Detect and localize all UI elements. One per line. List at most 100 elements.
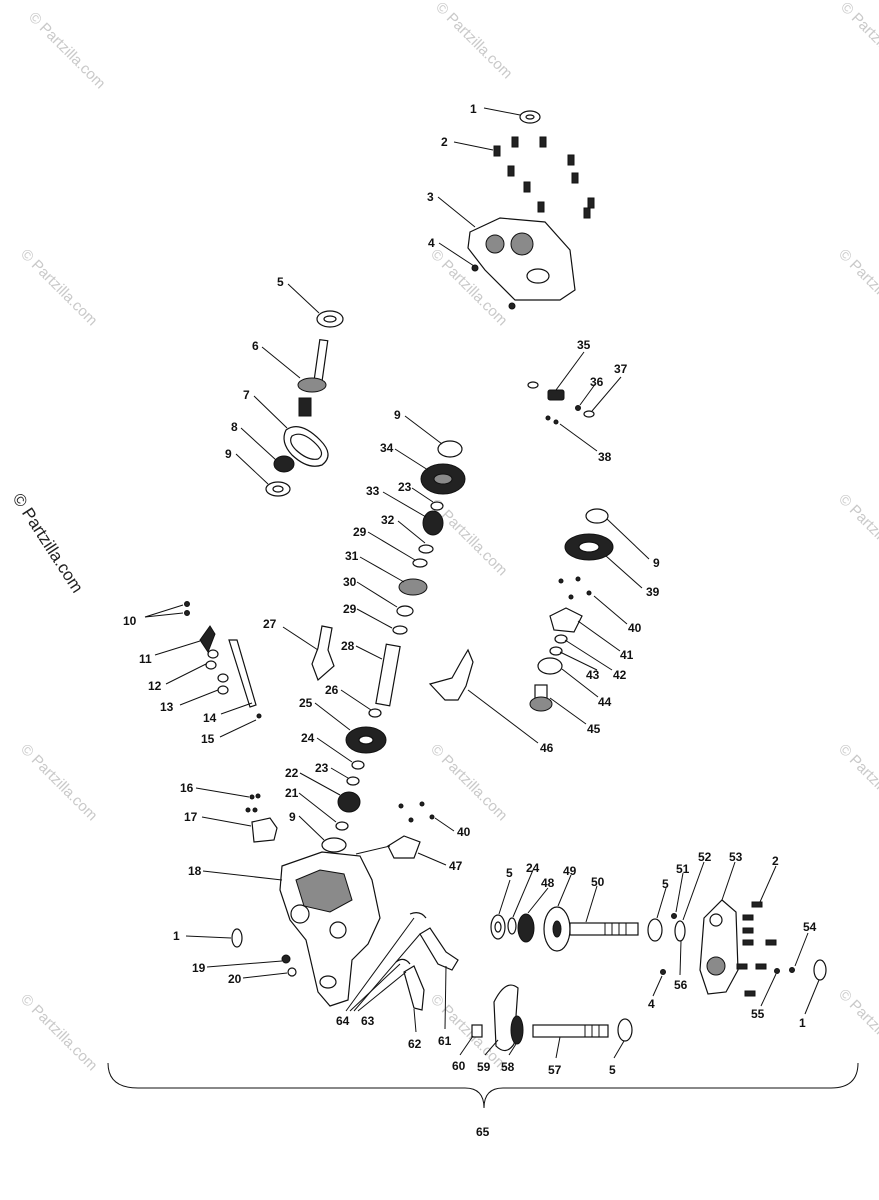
- callout-47: 47: [449, 859, 463, 873]
- callout-40: 40: [457, 825, 471, 839]
- part-cover-boss: [526, 268, 550, 284]
- part-bracket: [547, 389, 565, 401]
- part-ring: [392, 625, 408, 635]
- part-gear: [517, 913, 535, 943]
- parts-layer: [184, 110, 827, 1052]
- part-ring: [368, 708, 382, 718]
- part-pin: [575, 405, 581, 411]
- part-bearing: [321, 837, 347, 853]
- part-seal: [813, 959, 827, 981]
- part-bearing: [323, 315, 337, 323]
- part-screw: [568, 594, 574, 600]
- part-pin: [256, 713, 262, 719]
- callout-27: 27: [263, 617, 277, 631]
- part-plate: [549, 607, 583, 633]
- part-output-shaft: [532, 1024, 609, 1038]
- part-housing-boss: [329, 921, 347, 939]
- callout-25: 25: [299, 696, 313, 710]
- callout-1: 1: [799, 1016, 806, 1030]
- callout-22: 22: [285, 766, 299, 780]
- watermark-text: © Partzilla.com: [17, 991, 100, 1074]
- part-cover-boss: [510, 232, 534, 256]
- part-screw: [575, 576, 581, 582]
- part-clip: [583, 410, 595, 418]
- callout-51: 51: [676, 862, 690, 876]
- part-shift-fork: [428, 648, 474, 701]
- callout-11: 11: [139, 652, 152, 666]
- callout-55: 55: [751, 1007, 765, 1021]
- watermark-text: © Partzilla.com: [25, 9, 108, 92]
- callout-56: 56: [674, 978, 688, 992]
- callout-24: 24: [301, 731, 315, 745]
- part-housing-boss: [319, 975, 337, 989]
- callout-65: 65: [476, 1125, 490, 1139]
- callout-10: 10: [123, 614, 137, 628]
- callout-2: 2: [441, 135, 448, 149]
- part-main-shaft: [375, 643, 401, 707]
- part-gear-hub: [433, 473, 453, 485]
- callout-49: 49: [563, 864, 577, 878]
- part-screw: [245, 807, 251, 813]
- part-screw: [545, 415, 551, 421]
- callout-28: 28: [341, 639, 355, 653]
- part-bearing: [585, 508, 609, 524]
- callout-6: 6: [252, 339, 259, 353]
- part-gear: [337, 791, 361, 813]
- callout-32: 32: [381, 513, 395, 527]
- part-cover-boss: [706, 956, 726, 976]
- callout-41: 41: [620, 648, 634, 662]
- part-chain-inner: [290, 433, 323, 460]
- watermark-text: © Partzilla.com: [835, 246, 879, 329]
- part-spacer: [471, 1024, 483, 1038]
- part-bolt-group: [736, 901, 777, 997]
- part-screw: [249, 794, 255, 800]
- assembly-bracket: [107, 1062, 859, 1109]
- part-washer-hole: [525, 114, 535, 120]
- callout-9: 9: [394, 408, 401, 422]
- part-screw: [789, 967, 795, 973]
- part-ring: [335, 821, 349, 831]
- part-ring: [346, 776, 360, 786]
- callout-62: 62: [408, 1037, 422, 1051]
- callout-31: 31: [345, 549, 359, 563]
- part-washer: [527, 381, 539, 389]
- part-shift-lever: [199, 625, 216, 654]
- callout-23: 23: [315, 761, 329, 775]
- part-switch: [251, 817, 278, 843]
- part-side-cover: [699, 899, 739, 995]
- part-ring: [418, 544, 434, 554]
- callout-4: 4: [648, 997, 655, 1011]
- leader-lines: [107, 107, 859, 1109]
- part-cover-bolt: [471, 264, 479, 272]
- part-bearing: [437, 440, 463, 458]
- callout-5: 5: [506, 866, 513, 880]
- callout-9: 9: [289, 810, 296, 824]
- watermark-text: © Partzilla.com: [837, 0, 879, 82]
- part-gear: [398, 578, 428, 596]
- part-output-shaft: [569, 922, 639, 936]
- callout-61: 61: [438, 1034, 452, 1048]
- callout-53: 53: [729, 850, 743, 864]
- part-drive-shaft: [313, 338, 329, 382]
- part-bearing: [494, 921, 502, 933]
- part-ring: [412, 558, 428, 568]
- callout-34: 34: [380, 441, 394, 455]
- part-sprocket: [510, 1015, 524, 1045]
- part-cover-bolt: [508, 302, 516, 310]
- part-screw: [671, 913, 677, 919]
- part-shaft-spline: [604, 923, 627, 935]
- part-screw: [408, 817, 414, 823]
- callout-29: 29: [353, 525, 367, 539]
- part-gear-cover: [467, 217, 576, 301]
- watermark-text: © Partzilla.com: [835, 741, 879, 824]
- part-o-ring: [674, 920, 686, 942]
- watermark-text: © Partzilla.com: [17, 741, 100, 824]
- callout-2: 2: [772, 854, 779, 868]
- callout-18: 18: [188, 864, 202, 878]
- part-screw: [558, 578, 564, 584]
- part-ring: [396, 605, 414, 617]
- watermark-text: © Partzilla.com: [17, 246, 100, 329]
- part-gear-hub: [358, 735, 374, 745]
- part-bearing: [647, 918, 663, 942]
- part-o-ring: [207, 649, 219, 659]
